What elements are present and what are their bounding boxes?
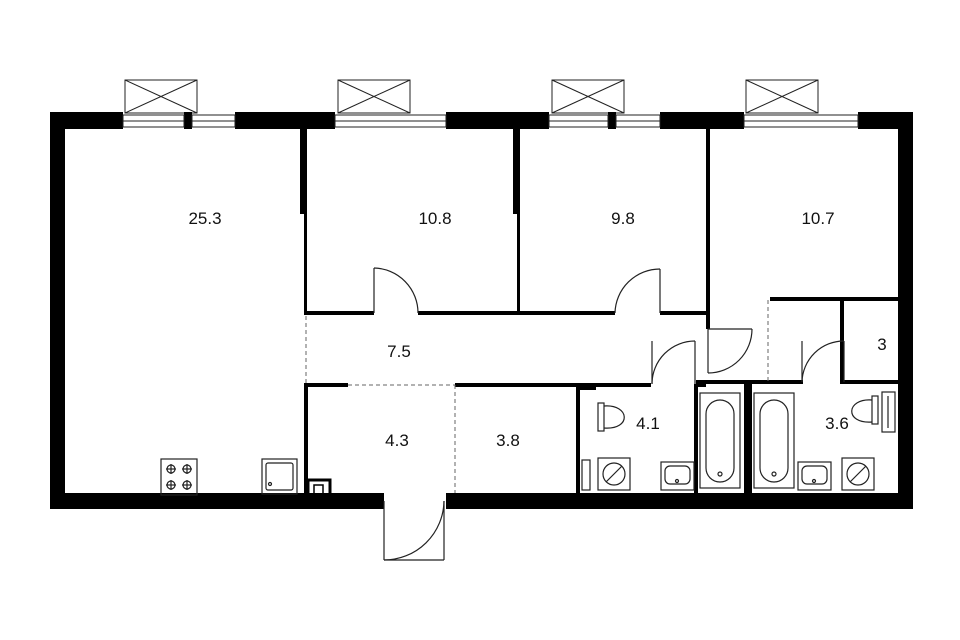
door-bedroom-1 bbox=[373, 267, 419, 314]
washing-machine-icon bbox=[841, 457, 875, 491]
shaft-inner bbox=[313, 484, 324, 495]
room-area-bedroom-3: 10.7 bbox=[801, 209, 834, 228]
window-box-1 bbox=[124, 79, 198, 114]
room-area-bedroom-1: 10.8 bbox=[418, 209, 451, 228]
outer-walls bbox=[50, 112, 913, 509]
radiator-icon bbox=[881, 391, 896, 433]
room-labels: 25.3 10.8 9.8 10.7 3 7.5 4.3 3.8 4.1 3.6 bbox=[188, 209, 886, 450]
room-area-hallway: 7.5 bbox=[387, 342, 411, 361]
room-area-bathroom-2: 3.6 bbox=[825, 414, 849, 433]
interior-walls bbox=[300, 129, 898, 500]
toilet-icon bbox=[597, 402, 625, 432]
bathtub-icon bbox=[699, 392, 741, 489]
kitchen-sink-icon bbox=[261, 458, 298, 495]
door-bedroom-2 bbox=[614, 268, 661, 314]
washing-machine-icon bbox=[597, 457, 631, 491]
window-box-3 bbox=[551, 79, 625, 114]
room-area-entrance: 4.3 bbox=[385, 431, 409, 450]
window-boxes bbox=[124, 79, 819, 114]
toilet-icon bbox=[851, 395, 879, 425]
door-entrance bbox=[383, 500, 445, 561]
doors bbox=[373, 267, 845, 561]
stove-icon bbox=[160, 458, 198, 496]
dashed-boundaries bbox=[305, 300, 769, 493]
bathtub-icon bbox=[753, 392, 795, 489]
window-box-4 bbox=[745, 79, 819, 114]
door-bathroom-2 bbox=[801, 340, 845, 383]
room-area-living-kitchen: 25.3 bbox=[188, 209, 221, 228]
room-area-wardrobe: 3 bbox=[877, 335, 886, 354]
room-area-bedroom-2: 9.8 bbox=[611, 209, 635, 228]
washbasin-icon bbox=[660, 461, 695, 491]
room-area-bathroom-1: 4.1 bbox=[636, 414, 660, 433]
room-area-storage: 3.8 bbox=[496, 431, 520, 450]
radiator-icon bbox=[581, 459, 591, 491]
window-box-2 bbox=[337, 79, 411, 114]
door-bedroom-3 bbox=[707, 328, 753, 374]
washbasin-icon bbox=[797, 461, 832, 491]
window-glazing bbox=[122, 114, 859, 128]
door-bathroom-1 bbox=[651, 340, 696, 385]
